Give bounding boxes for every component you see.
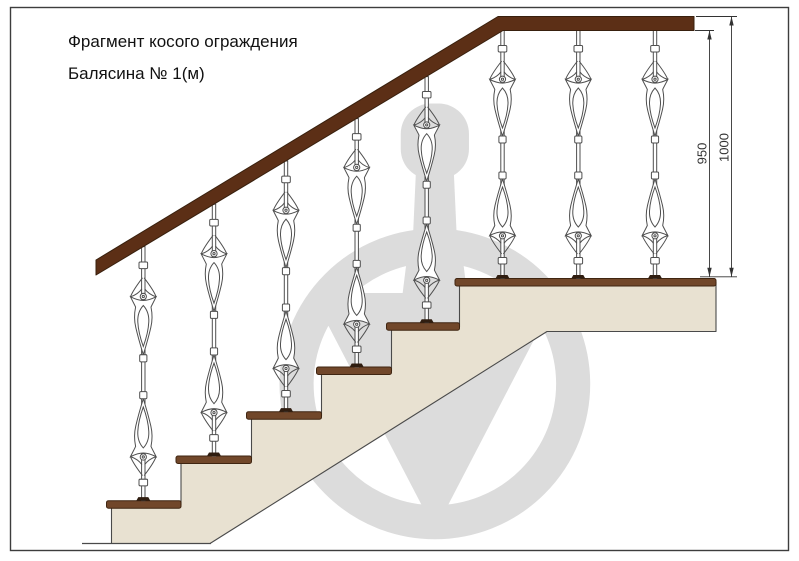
dimension-arrow — [729, 16, 734, 26]
diagram-subtitle: Балясина № 1(м) — [68, 64, 205, 83]
step-tread — [386, 322, 460, 331]
dimension-arrow — [707, 267, 712, 277]
step-tread — [106, 500, 182, 509]
landing-tread — [454, 278, 717, 287]
dimension-arrow — [707, 30, 712, 40]
baluster — [131, 247, 157, 501]
baluster — [566, 31, 592, 279]
dimension-arrow — [729, 267, 734, 277]
baluster — [642, 31, 668, 279]
step-tread — [316, 366, 392, 375]
handrail — [95, 16, 695, 276]
dimension-group: 950 1000 — [695, 16, 737, 278]
dimension-label-950: 950 — [695, 143, 710, 165]
baluster — [201, 204, 227, 456]
step-tread — [246, 411, 322, 420]
diagram-title: Фрагмент косого ограждения — [68, 32, 298, 51]
step-tread — [175, 455, 252, 464]
dimension-label-1000: 1000 — [717, 133, 732, 162]
drawing-border — [9, 6, 790, 552]
